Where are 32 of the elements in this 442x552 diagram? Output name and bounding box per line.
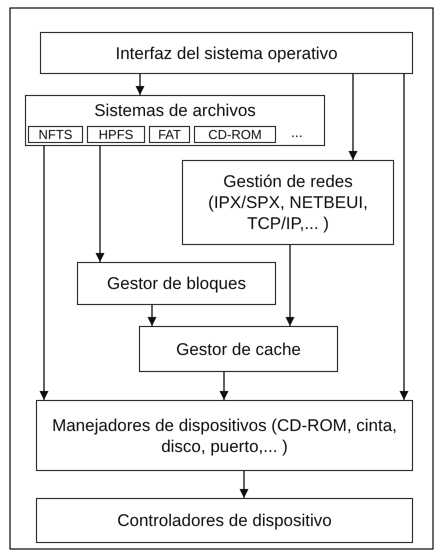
box-label: NFTS [38,127,74,142]
process-box [36,498,413,543]
arrow [219,372,229,400]
file-system-box [28,126,83,143]
arrow [135,74,145,95]
arrow [348,74,358,160]
process-box [25,95,325,146]
box-label: Gestor de bloques [107,273,246,294]
box-label: Manejadores de dispositivos (CD-ROM, cinta, disco, puerto,... ) [51,414,398,456]
file-system-box [149,126,190,143]
arrow [39,146,49,400]
box-label: Gestión de redes (IPX/SPX, NETBEUI, TCP/IP,... ) [207,171,369,234]
file-system-box [87,126,145,143]
arrow [239,471,249,498]
box-label: Controladores de dispositivo [117,510,332,531]
arrow [399,74,409,400]
box-label: Gestor de cache [176,338,301,360]
box-label: FAT [157,127,182,142]
arrow [147,305,157,326]
process-box [139,326,338,372]
process-box [36,400,413,471]
box-label: Sistemas de archivos [94,100,256,121]
box-label: CD-ROM [207,127,263,142]
box-label: HPFS [98,127,134,142]
process-box [182,160,394,245]
ellipsis-text: ... [291,124,303,140]
file-system-box [194,126,276,143]
arrow [285,245,295,326]
box-label: Interfaz del sistema operativo [115,42,338,64]
process-box [77,262,276,305]
arrow [95,146,105,262]
process-box [40,32,413,74]
